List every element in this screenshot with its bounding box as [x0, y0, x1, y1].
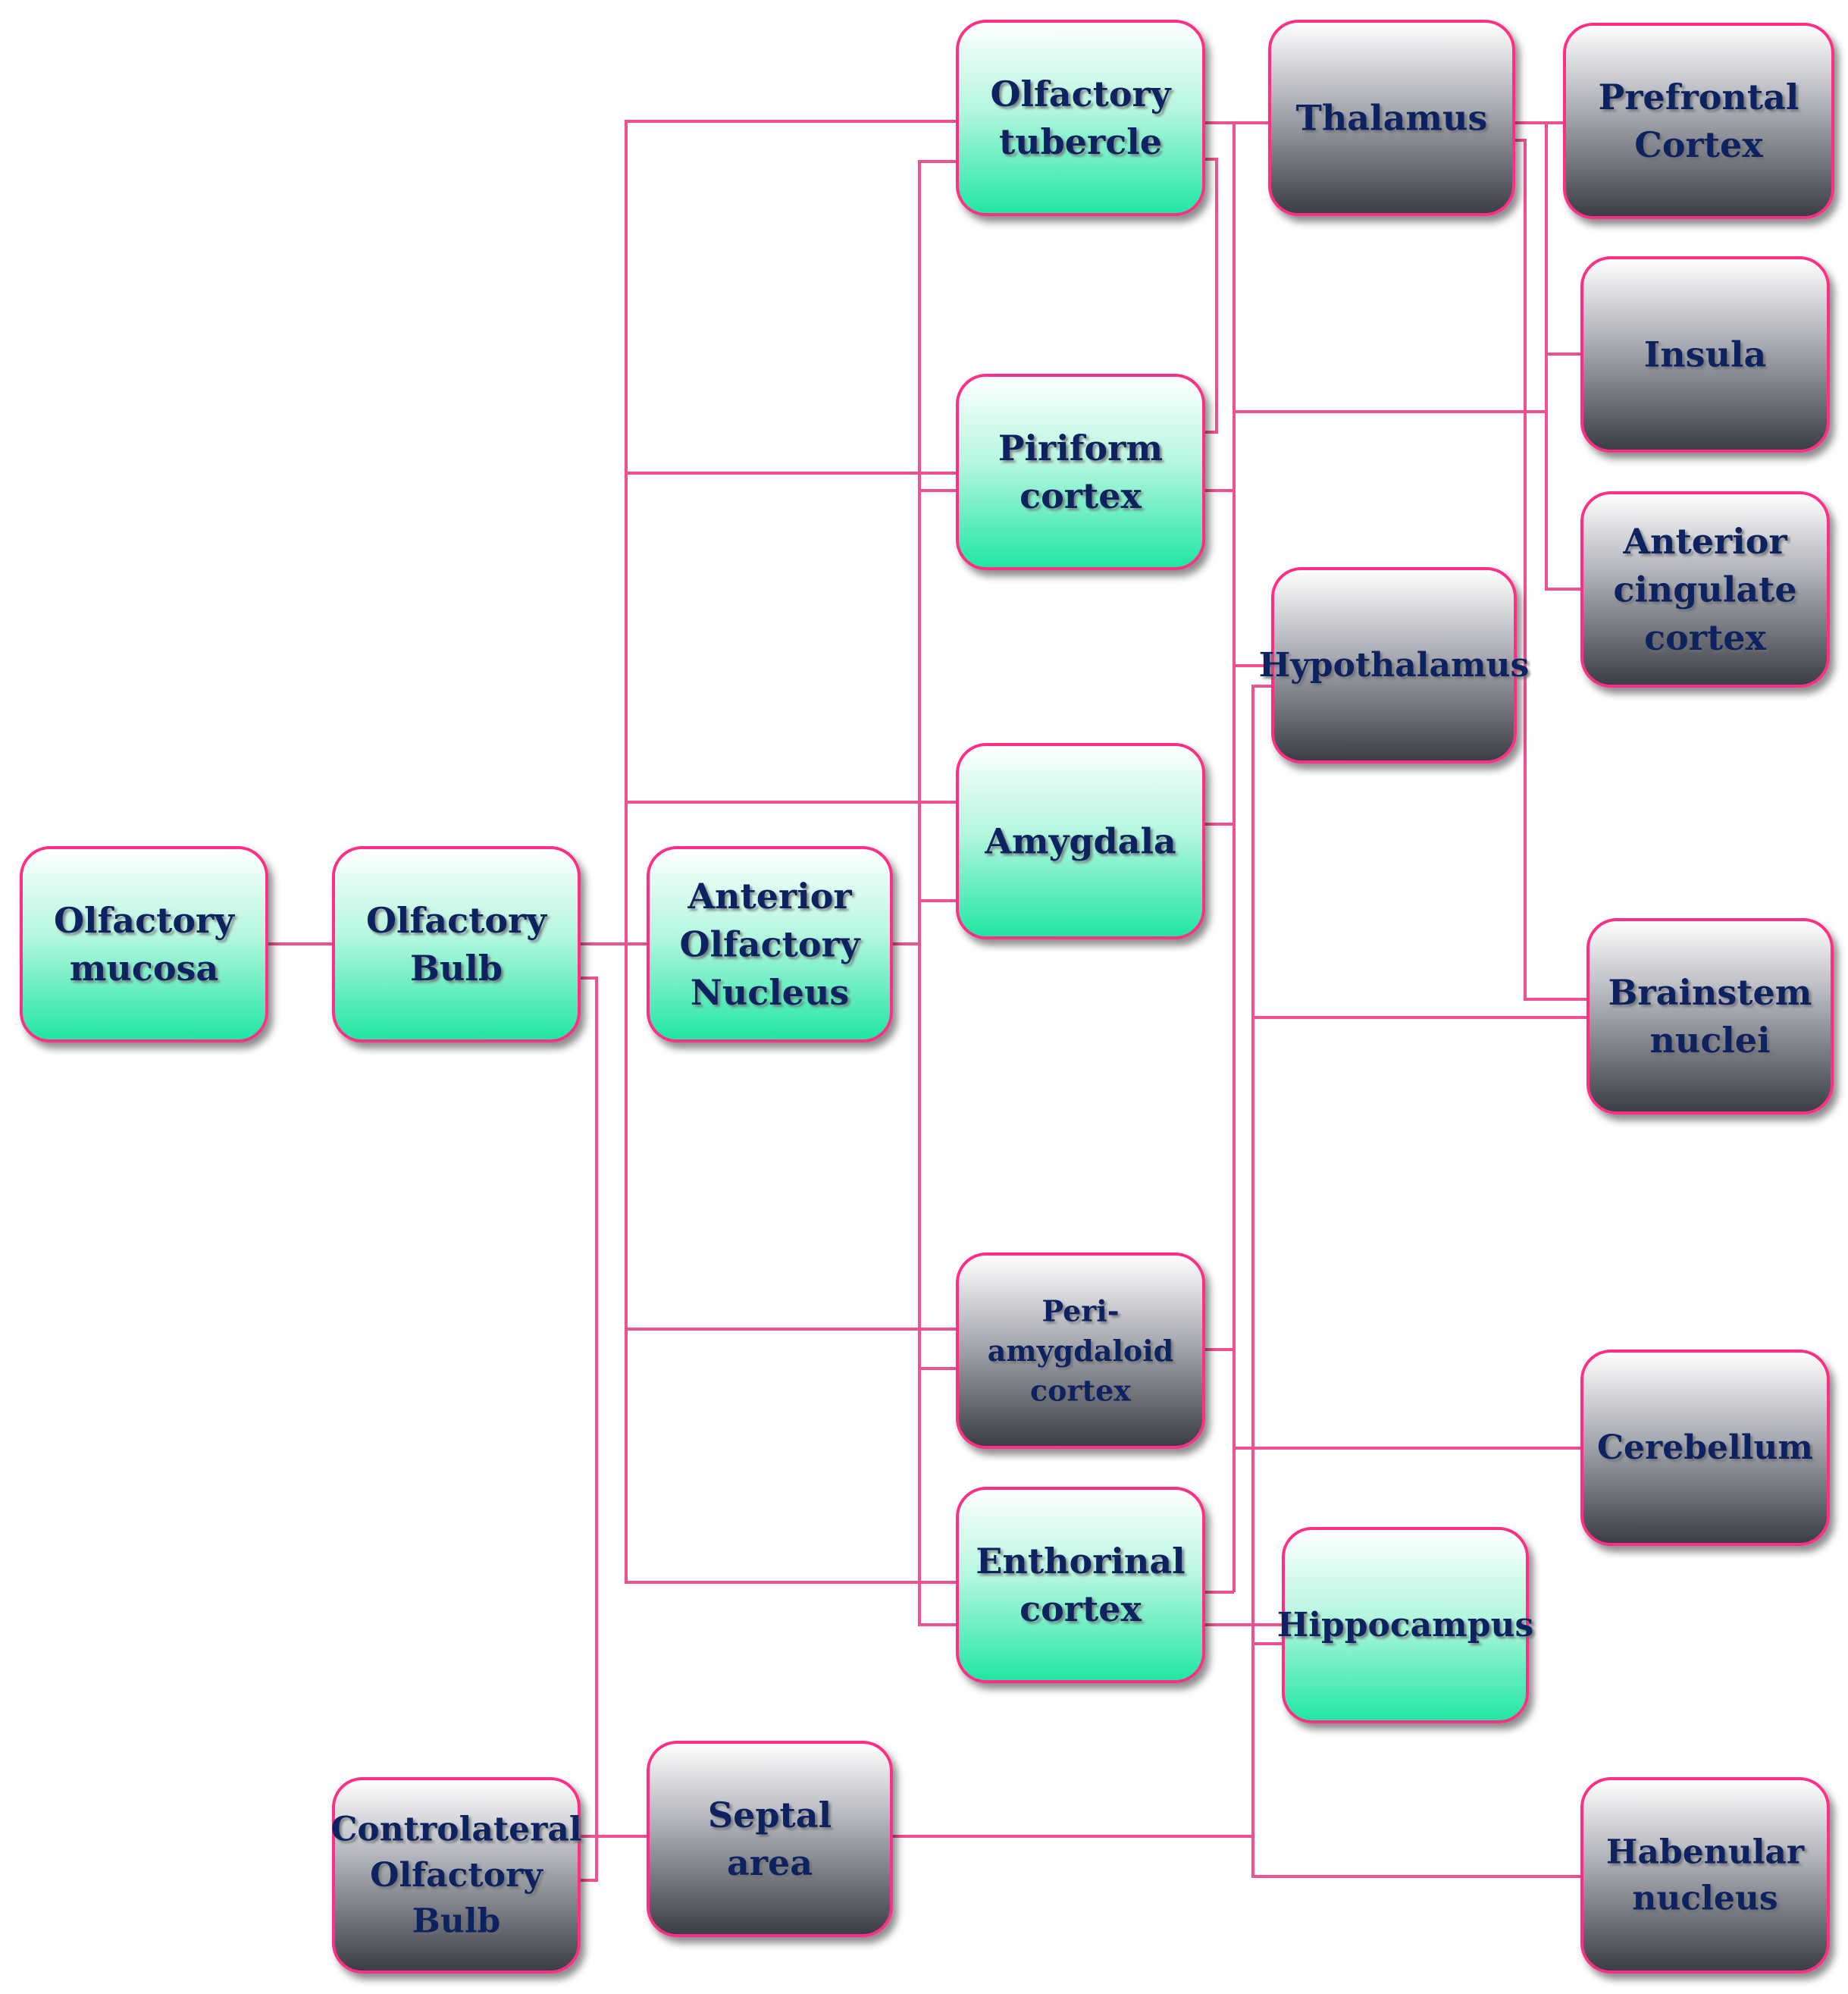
- node-box: [1268, 20, 1515, 216]
- node-box: [332, 846, 581, 1042]
- node-insula: Insula: [1580, 256, 1830, 453]
- node-label-line: Olfactory: [370, 1856, 543, 1895]
- node-box: [332, 1777, 581, 1974]
- node-label-line: cortex: [1644, 617, 1766, 658]
- node-label-line: amygdaloid: [988, 1334, 1173, 1368]
- connector-thalamus-cingulate: [1545, 412, 1582, 591]
- node-box: [1580, 1350, 1830, 1546]
- node-box: [20, 846, 268, 1042]
- node-label-line: Anterior: [687, 876, 852, 917]
- node-label-line: Prefrontal: [1599, 77, 1799, 118]
- node-label-line: Anterior: [1622, 521, 1787, 562]
- node-label-line: Cerebellum: [1597, 1428, 1813, 1467]
- node-label-line: Piriform: [998, 428, 1163, 469]
- node-label-line: cortex: [1020, 1588, 1142, 1629]
- node-label-line: Habenular: [1606, 1833, 1805, 1872]
- node-olfactory-tubercle: Olfactory tubercle: [956, 20, 1205, 216]
- node-box: [956, 743, 1205, 939]
- node-hippocampus: Hippocampus: [1277, 1527, 1534, 1723]
- node-label-line: Olfactory: [679, 924, 860, 965]
- node-enthorinal-cortex: Enthorinal cortex: [956, 1487, 1205, 1683]
- node-label-line: cingulate: [1613, 569, 1796, 610]
- node-box: [1282, 1527, 1529, 1723]
- node-label-line: cortex: [1030, 1373, 1131, 1407]
- node-brainstem-nuclei: Brainstem nuclei: [1586, 918, 1834, 1115]
- node-label-line: Cortex: [1634, 124, 1763, 165]
- node-septal-area: Septal area: [647, 1741, 893, 1937]
- connector-aon-trunk: [891, 160, 957, 945]
- node-box: [956, 20, 1205, 216]
- connector-aon-enthorinal: [918, 944, 957, 1626]
- node-label-line: nuclei: [1649, 1020, 1770, 1061]
- node-box: [1586, 918, 1834, 1115]
- connector-bulb-enthorinal: [625, 944, 957, 1584]
- node-label-line: Peri-: [1042, 1294, 1120, 1328]
- node-box: [1580, 1777, 1830, 1974]
- node-label-line: Septal: [708, 1795, 832, 1836]
- node-box: [1271, 567, 1517, 763]
- node-cerebellum: Cerebellum: [1580, 1350, 1830, 1546]
- connector-bulb-contralateral: [579, 977, 598, 1882]
- node-label-line: cortex: [1020, 475, 1142, 516]
- node-label-line: Olfactory: [54, 900, 235, 941]
- node-label-line: Thalamus: [1296, 98, 1488, 139]
- connector-thalamus-brainstem: [1514, 139, 1588, 1001]
- node-label-line: Bulb: [412, 1902, 501, 1941]
- node-label-line: Insula: [1644, 334, 1767, 375]
- node-label-line: Hippocampus: [1277, 1606, 1534, 1644]
- node-amygdala: Amygdala: [956, 743, 1205, 939]
- node-piriform-cortex: Piriform cortex: [956, 374, 1205, 570]
- nodes: OlfactorymucosaOlfactoryBulbAnteriorOlfa…: [20, 20, 1834, 1974]
- node-box: [956, 1253, 1205, 1449]
- node-label-line: Bulb: [410, 948, 503, 989]
- node-label-line: Controlateral: [330, 1810, 581, 1848]
- node-box: [1563, 23, 1834, 219]
- node-box: [1580, 491, 1830, 688]
- connector-bulb-trunk-a: [579, 120, 957, 945]
- node-label-line: Olfactory: [990, 74, 1171, 114]
- node-box: [956, 374, 1205, 570]
- connector-piriform-thalamus: [1204, 158, 1218, 434]
- node-label-line: Amygdala: [984, 821, 1176, 862]
- node-label-line: Olfactory: [366, 900, 547, 941]
- node-olfactory-mucosa: Olfactory mucosa: [20, 846, 268, 1042]
- node-habenular-nucleus: Habenular nucleus: [1580, 1777, 1830, 1974]
- node-label-line: Enthorinal: [976, 1541, 1185, 1582]
- node-label-line: Nucleus: [691, 972, 850, 1013]
- node-label-line: area: [727, 1842, 813, 1883]
- node-label-line: nucleus: [1632, 1879, 1778, 1917]
- connector-hypothalamus-trunk: [1251, 685, 1582, 1878]
- connectors: [267, 120, 1588, 1882]
- node-box: [1580, 256, 1830, 453]
- node-periamygdaloid-cortex: Peri-amygdaloid cortex: [956, 1253, 1205, 1449]
- node-anterior-cingulate-cortex: Anterior cingulate cortex: [1580, 491, 1830, 688]
- node-hypothalamus: Hypothalamus: [1259, 567, 1530, 763]
- node-label-line: mucosa: [70, 948, 219, 989]
- node-box: [956, 1487, 1205, 1683]
- node-box: [647, 846, 893, 1042]
- node-label-line: Hypothalamus: [1259, 646, 1530, 685]
- node-box: [647, 1741, 893, 1937]
- node-label-line: Brainstem: [1608, 972, 1812, 1013]
- node-thalamus: Thalamus: [1268, 20, 1515, 216]
- node-label-line: tubercle: [999, 121, 1162, 162]
